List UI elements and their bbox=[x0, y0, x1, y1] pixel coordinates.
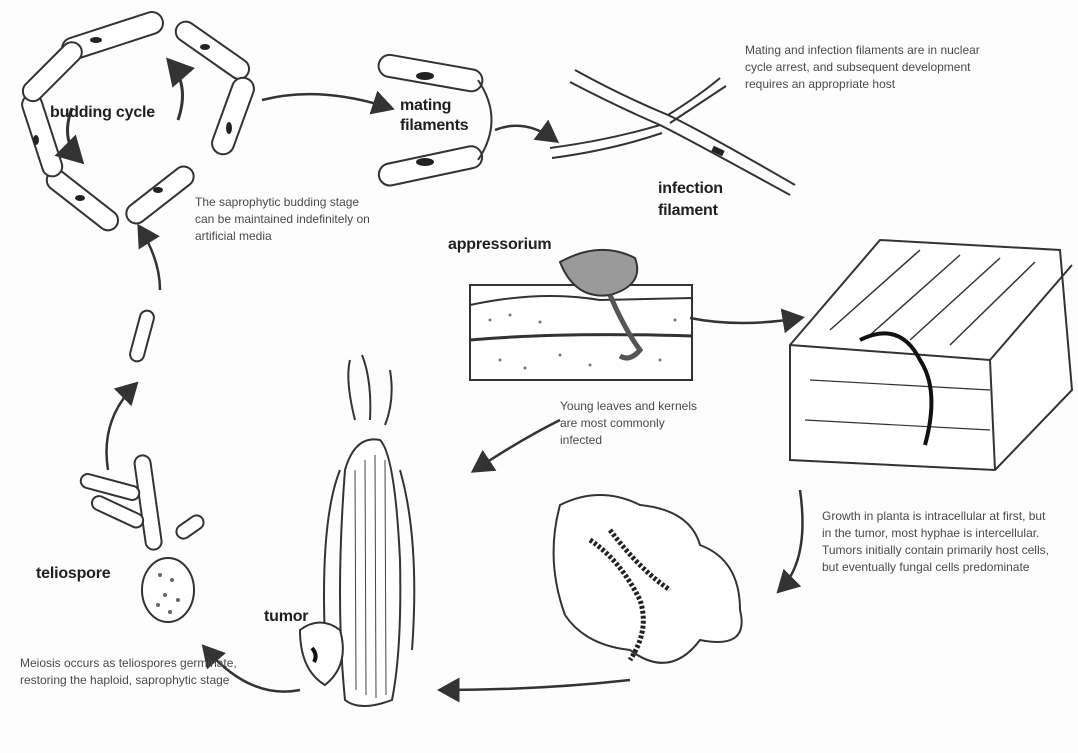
note-meiosis: Meiosis occurs as teliospores germinate,… bbox=[20, 655, 240, 689]
note-young-leaves: Young leaves and kernels are most common… bbox=[560, 398, 710, 449]
teliospore-drawing bbox=[79, 454, 206, 622]
note-saprophytic: The saprophytic budding stage can be mai… bbox=[195, 194, 370, 245]
tumor-on-ear bbox=[300, 623, 343, 686]
label-appressorium: appressorium bbox=[448, 236, 551, 254]
label-budding-cycle: budding cycle bbox=[50, 104, 155, 122]
label-mating-filaments: mating filaments bbox=[400, 96, 468, 136]
label-teliospore: teliospore bbox=[36, 565, 110, 583]
tumor-tissue-drawing bbox=[554, 495, 742, 663]
label-infection-filament: infection filament bbox=[658, 178, 723, 222]
label-tumor: tumor bbox=[264, 608, 308, 626]
basidiospore bbox=[129, 309, 156, 363]
note-growth: Growth in planta is intracellular at fir… bbox=[822, 508, 1054, 576]
tissue-block-drawing bbox=[790, 240, 1072, 470]
note-mating-infection: Mating and infection filaments are in nu… bbox=[745, 42, 985, 93]
